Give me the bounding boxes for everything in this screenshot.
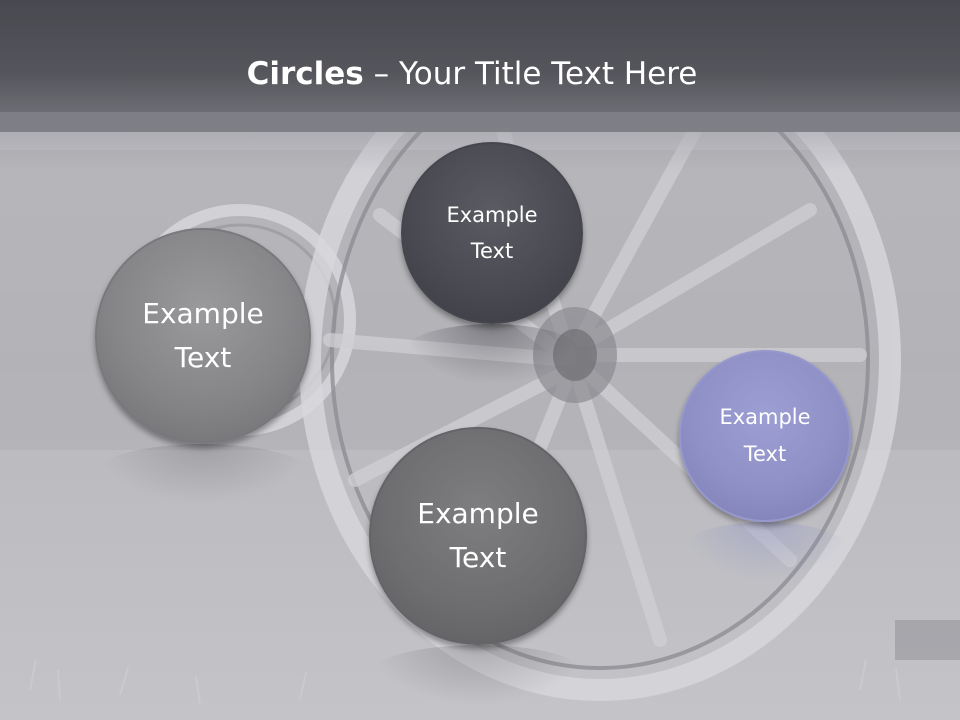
circle-text-line1: Example: [417, 497, 539, 530]
circle-text-line1: Example: [142, 297, 264, 330]
circle-large-left[interactable]: Example Text: [95, 228, 311, 444]
slide-title-rest: – Your Title Text Here: [363, 56, 698, 92]
circle-text-line2: Text: [743, 442, 787, 466]
circle-text-line2: Text: [470, 239, 514, 263]
circle-top-center[interactable]: Example Text: [401, 142, 583, 324]
circle-bottom-center[interactable]: Example Text: [369, 427, 587, 645]
circle-text-line1: Example: [446, 203, 538, 227]
title-band: [0, 0, 960, 132]
circle-right[interactable]: Example Text: [679, 350, 851, 522]
slide-title[interactable]: Circles – Your Title Text Here: [0, 52, 944, 96]
circle-text-line2: Text: [449, 541, 507, 574]
circle-text-line1: Example: [719, 405, 811, 429]
circle-text-line2: Text: [174, 341, 232, 374]
slide-title-bold: Circles: [246, 56, 364, 92]
